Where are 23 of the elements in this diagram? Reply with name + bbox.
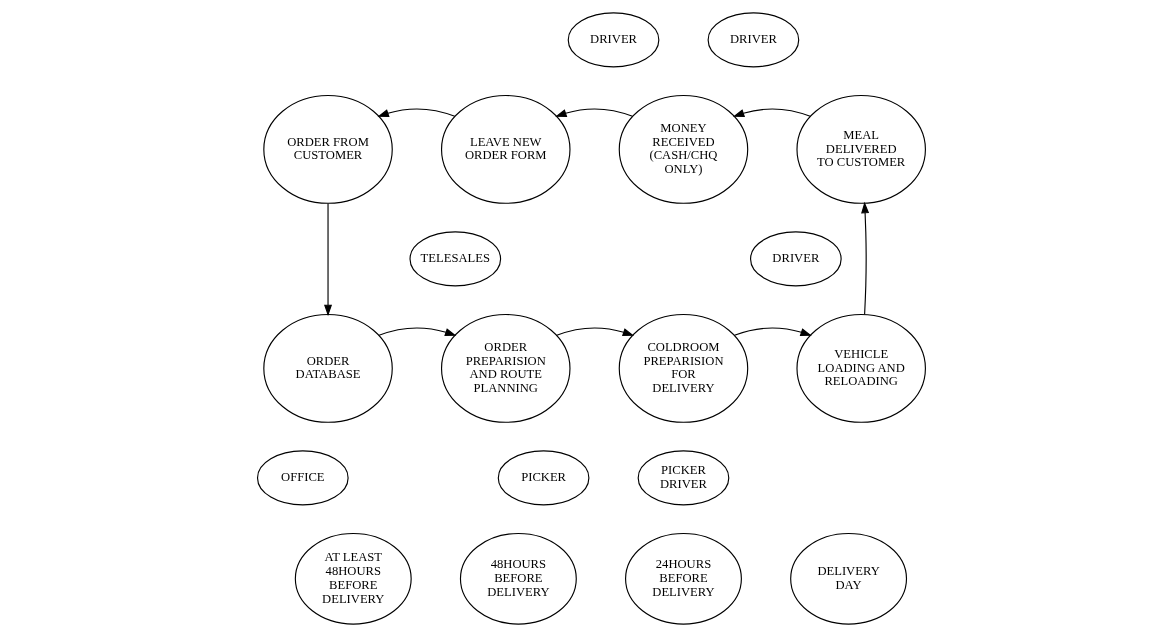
arrow	[861, 201, 870, 315]
arrow	[732, 108, 811, 117]
node-ellipse: PICKER DRIVER	[637, 450, 730, 506]
node-ellipse: DRIVER	[750, 231, 842, 287]
node-ellipse: PICKER	[497, 450, 590, 506]
node-ellipse: DRIVER	[707, 12, 800, 68]
arrow	[378, 327, 457, 336]
arrow	[324, 202, 333, 317]
node-ellipse: AT LEAST 48HOURS BEFORE DELIVERY	[294, 532, 412, 625]
node-ellipse: OFFICE	[256, 450, 349, 506]
arrow	[377, 108, 456, 117]
arrow	[733, 327, 812, 336]
arrow	[556, 327, 635, 336]
node-ellipse: TELESALES	[409, 231, 502, 287]
arrow	[555, 108, 634, 117]
node-ellipse: ORDER PREPARISION AND ROUTE PLANNING	[440, 313, 571, 423]
node-ellipse: MEAL DELIVERED TO CUSTOMER	[796, 94, 926, 204]
node-ellipse: DELIVERY DAY	[790, 532, 908, 625]
node-ellipse: DRIVER	[567, 12, 660, 68]
node-ellipse: ORDER DATABASE	[263, 313, 393, 423]
node-ellipse: 24HOURS BEFORE DELIVERY	[625, 532, 742, 625]
node-ellipse: 48HOURS BEFORE DELIVERY	[459, 532, 577, 625]
node-ellipse: COLDROOM PREPARISION FOR DELIVERY	[618, 313, 749, 423]
